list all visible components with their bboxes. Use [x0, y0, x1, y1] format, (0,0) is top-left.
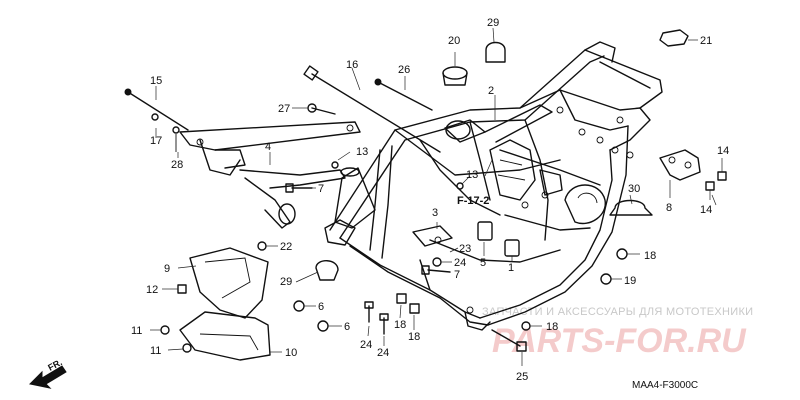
callout-11b: 11	[150, 345, 161, 357]
nut-6b	[317, 320, 342, 332]
upper-tube	[444, 104, 553, 143]
callout-6b: 6	[344, 321, 350, 333]
bolt-16	[303, 65, 441, 153]
grommet-12	[162, 284, 187, 294]
callout-8: 8	[666, 202, 672, 214]
cover-9	[177, 247, 269, 319]
main-frame	[329, 41, 663, 331]
callout-labels: 15 17 28 27 16 26 20 29 21 2 4 13 7 13 F…	[131, 17, 729, 383]
bracket-8	[659, 149, 701, 198]
callout-24b: 24	[377, 347, 389, 359]
callout-1: 1	[508, 262, 514, 274]
nut-22	[257, 241, 278, 251]
cap-21	[659, 29, 698, 47]
cover-10	[179, 311, 282, 361]
bolt-7-upper	[285, 183, 313, 193]
callout-24a: 24	[360, 339, 372, 351]
callout-16: 16	[346, 59, 358, 71]
callout-3: 3	[432, 207, 438, 219]
bolt-14a	[717, 158, 727, 181]
bolt-13-center	[456, 182, 464, 190]
nut-18b	[409, 303, 420, 314]
nut-18a	[396, 293, 407, 304]
washer-17	[151, 113, 159, 121]
bolt-15	[124, 88, 189, 131]
callout-9: 9	[164, 263, 170, 275]
callout-7-lower: 7	[454, 269, 460, 281]
collar-1	[504, 239, 520, 257]
collar-5	[477, 221, 493, 241]
callout-6a: 6	[318, 301, 324, 313]
plate-3	[412, 222, 453, 247]
callout-13-left: 13	[356, 146, 368, 158]
callout-29-lower: 29	[280, 276, 292, 288]
callout-7-upper: 7	[318, 183, 324, 195]
callout-20: 20	[448, 35, 460, 47]
diagram-code: MAA4-F3000C	[632, 380, 698, 391]
callout-4: 4	[265, 141, 271, 153]
callout-21: 21	[700, 35, 712, 47]
clamp-29-lower	[315, 260, 339, 281]
callout-29-top: 29	[487, 17, 499, 29]
callout-2: 2	[488, 85, 494, 97]
nut-11a	[150, 325, 170, 335]
callout-27: 27	[278, 103, 290, 115]
callout-10: 10	[285, 347, 297, 359]
nut-19	[600, 273, 622, 285]
callout-24-center: 24	[454, 257, 466, 269]
callout-18-right: 18	[644, 250, 656, 262]
callout-5: 5	[480, 257, 486, 269]
watermark-tagline: ЗАПЧАСТИ И АКСЕССУАРЫ ДЛЯ МОТОТЕХНИКИ	[482, 306, 753, 318]
nut-28	[172, 126, 180, 152]
nut-18-right	[616, 248, 640, 260]
callout-26: 26	[398, 64, 410, 76]
callout-13-center: 13	[466, 169, 478, 181]
bolt-25	[491, 329, 527, 366]
nut-11b	[167, 343, 192, 353]
callout-12: 12	[146, 284, 158, 296]
bolt-24b	[379, 313, 389, 335]
bolt-14b	[705, 181, 715, 200]
bolt-27	[307, 103, 336, 115]
bolt-7-lower	[421, 265, 451, 275]
watermark-brand: PARTS-FOR.RU	[492, 322, 747, 360]
clamp-30	[609, 194, 653, 216]
callout-14-top: 14	[717, 145, 729, 157]
clamp-20	[442, 52, 468, 86]
nut-6a	[293, 300, 316, 312]
callout-28: 28	[171, 159, 183, 171]
bolt-26	[374, 78, 433, 111]
callout-23: 23	[459, 243, 471, 255]
nut-18-bottom	[521, 321, 542, 331]
bolt-24-center	[432, 257, 452, 267]
callout-22: 22	[280, 241, 292, 253]
callout-18a: 18	[394, 319, 406, 331]
callout-25: 25	[516, 371, 528, 383]
front-direction-arrow: FR.	[28, 357, 67, 389]
head-pipe	[324, 167, 376, 246]
clamp-29-top	[485, 27, 506, 63]
callout-19: 19	[624, 275, 636, 287]
callout-17: 17	[150, 135, 162, 147]
callout-18-bottom: 18	[546, 321, 558, 333]
engine-hanger	[179, 121, 361, 229]
callout-14-bottom: 14	[700, 204, 712, 216]
reference-f17-2: F-17-2	[457, 195, 489, 207]
callout-18b: 18	[408, 331, 420, 343]
callout-11a: 11	[131, 325, 142, 337]
callout-30: 30	[628, 183, 640, 195]
bolt-24a	[364, 301, 374, 323]
bolt-13-left	[331, 151, 351, 169]
callout-15: 15	[150, 75, 162, 87]
